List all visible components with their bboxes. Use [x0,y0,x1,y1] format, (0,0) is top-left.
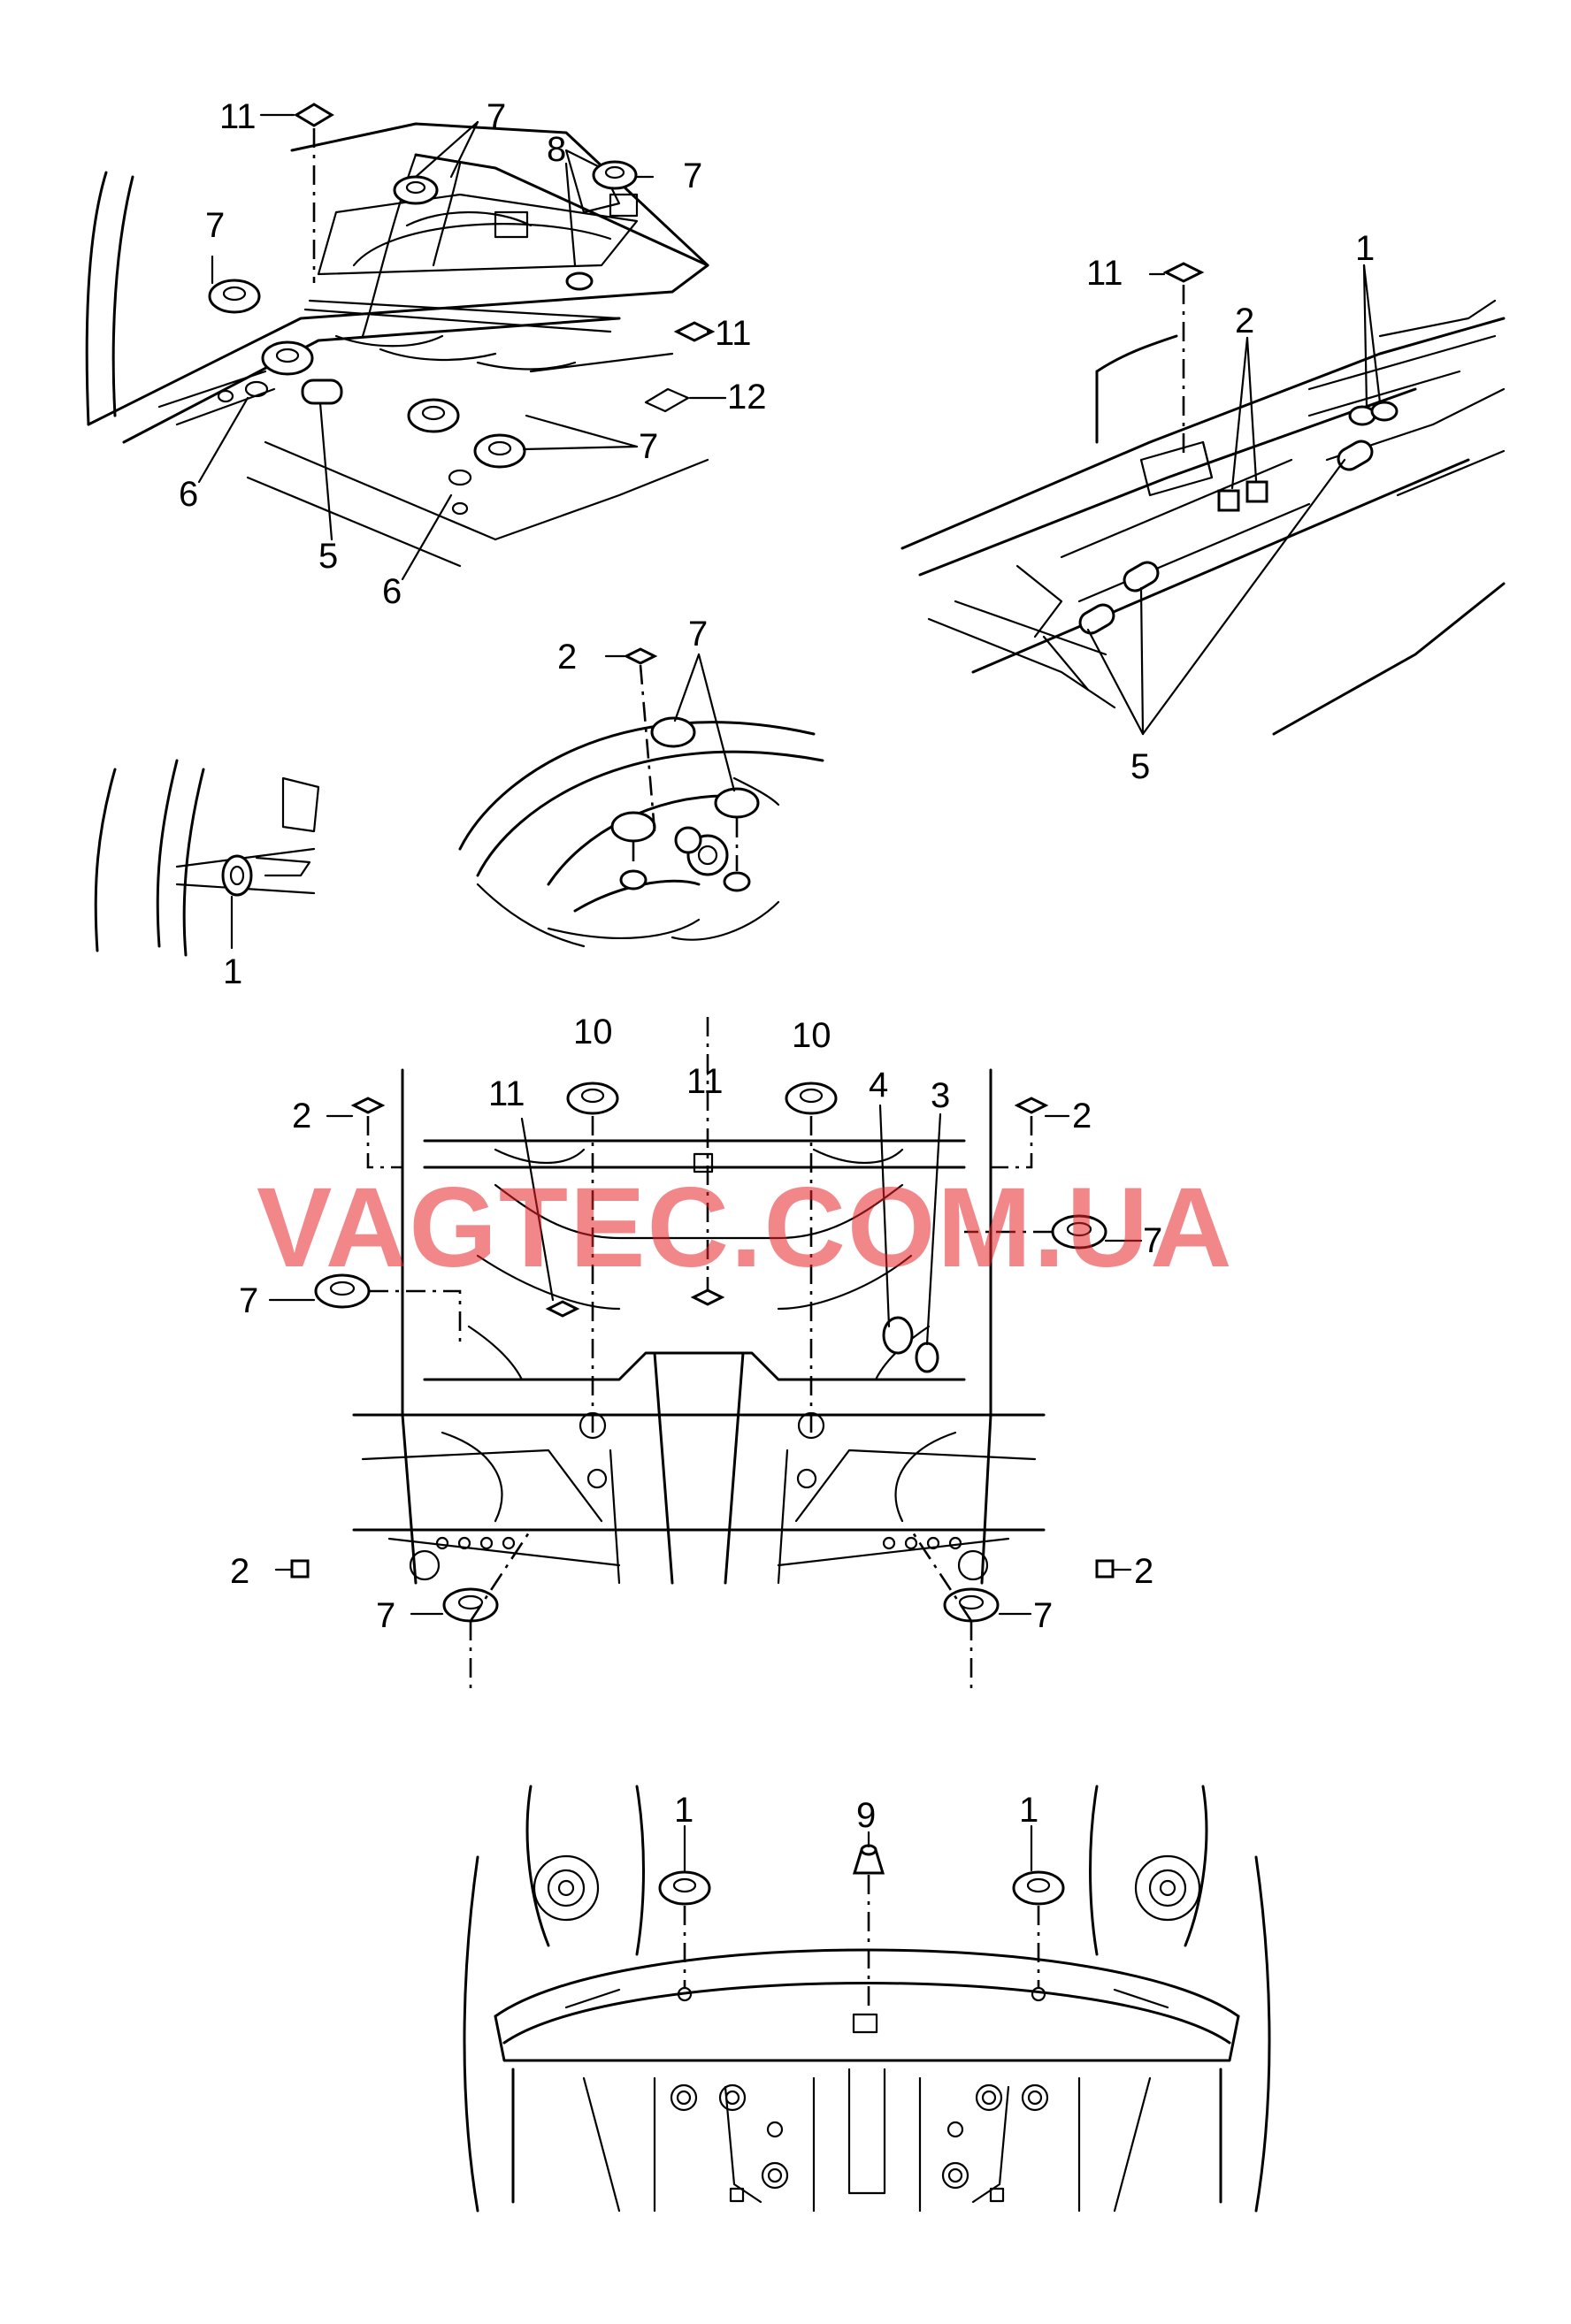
view-underbody-floor-leaders [268,1017,1143,1689]
callout-7: 7 [1033,1596,1053,1635]
callout-7: 7 [239,1281,258,1320]
view-underbody-floor-labels: 10 10 11 11 4 3 2 2 7 7 2 2 7 7 [230,1013,1162,1635]
callout-5: 5 [318,537,338,576]
view-spare-wheel-well: 2 7 [458,615,824,948]
callout-10: 10 [792,1016,831,1055]
callout-1: 1 [1355,229,1375,268]
view-rear-floor-leaders [197,113,727,581]
callout-7: 7 [487,97,506,136]
callout-7: 7 [205,206,225,245]
callout-5: 5 [1130,747,1150,786]
callout-11: 11 [715,314,752,353]
callout-6: 6 [382,572,402,611]
callout-2: 2 [1072,1097,1092,1135]
callout-2: 2 [1235,302,1254,340]
callout-1: 1 [1019,1791,1038,1830]
callout-10: 10 [573,1013,613,1051]
callout-7: 7 [683,157,702,195]
callout-4: 4 [869,1066,888,1105]
view-underbody-floor [352,1068,1046,1585]
callout-11: 11 [488,1074,525,1113]
callout-1: 1 [223,952,242,991]
watermark: VAGTEC.COM.UA [257,1165,1234,1291]
callout-7: 7 [376,1596,395,1635]
callout-2: 2 [1134,1552,1153,1591]
callout-3: 3 [931,1076,950,1115]
callout-11: 11 [1086,254,1123,293]
callout-1: 1 [674,1791,694,1830]
callout-8: 8 [547,130,566,169]
callout-7: 7 [639,427,658,466]
callout-9: 9 [856,1796,876,1835]
callout-11: 11 [219,97,257,136]
view-pillar: 1 [94,759,320,991]
view-front-bulkhead [463,1785,1271,2213]
view-rear-floor [85,122,709,568]
callout-6: 6 [179,475,198,514]
view-rear-floor-labels: 11 7 8 7 7 11 12 7 6 5 6 [179,97,767,611]
view-front-bulkhead-parts: 1 9 1 [658,1791,1065,2013]
callout-2: 2 [292,1097,311,1135]
view-front-floor-parts [1078,262,1399,635]
callout-11: 11 [686,1062,724,1101]
view-underbody-floor-parts [290,1082,1115,1623]
callout-2: 2 [557,638,577,677]
callout-12: 12 [727,378,767,417]
view-front-floor [900,299,1506,736]
callout-7: 7 [688,615,708,654]
callout-2: 2 [230,1552,249,1591]
callout-7: 7 [1143,1221,1162,1260]
view-front-floor-leaders [1086,264,1382,736]
view-front-floor-labels: 11 1 2 5 [1086,229,1375,786]
view-rear-floor-parts [208,103,716,516]
